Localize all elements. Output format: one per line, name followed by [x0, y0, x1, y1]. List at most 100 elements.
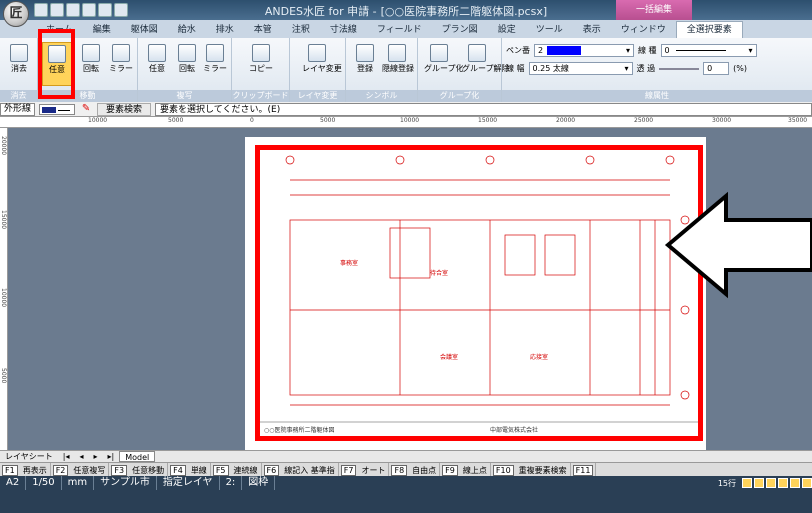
sheet-tab-bar: レイヤシート |◂ ◂ ▸ ▸| Model: [0, 450, 812, 462]
copy-button[interactable]: コピー: [246, 42, 276, 86]
ribbon-tab-bar: ホーム 編集 躯体図 給水 排水 本管 注釈 寸法線 フィールド プラン図 設定…: [0, 20, 812, 38]
copy-arbitrary-icon: [148, 44, 166, 62]
fkey-f11[interactable]: F11: [571, 463, 597, 477]
group-icon: [430, 44, 448, 62]
undo-icon[interactable]: [98, 3, 112, 17]
tab-field[interactable]: フィールド: [376, 25, 422, 35]
group-symbol: 登録 隠線登録 シンボル: [346, 38, 418, 102]
status-bar: A2 1/50 mm サンプル市 指定レイヤ 2: 図枠 15行: [0, 476, 812, 513]
tab-nav-prev-icon[interactable]: ◂: [79, 452, 84, 461]
transparency-input[interactable]: 0: [703, 62, 730, 75]
layer-change-button[interactable]: レイヤ変更: [302, 42, 342, 86]
status-layer-mode[interactable]: 指定レイヤ: [157, 476, 220, 490]
osnap-toggle-icon[interactable]: [778, 478, 788, 488]
window-title: ANDES水匠 for 申請 -[○○医院事務所二階躯体図.pcsx]: [0, 3, 812, 19]
line-style-select[interactable]: [39, 103, 76, 115]
grid-toggle-icon[interactable]: [754, 478, 764, 488]
contextual-tab-group: 一括編集: [616, 0, 692, 20]
open-folder-icon[interactable]: [50, 3, 64, 17]
ruler-tick: 10000: [400, 117, 420, 124]
current-layer-field[interactable]: 外形線: [0, 102, 36, 116]
status-paper-size[interactable]: A2: [0, 476, 27, 490]
print-icon[interactable]: [82, 3, 96, 17]
copy-arbitrary-button[interactable]: 任意: [142, 42, 172, 86]
save-icon[interactable]: [66, 3, 80, 17]
room-label: 応接室: [530, 354, 549, 361]
hidden-register-button[interactable]: 隠線登録: [382, 42, 414, 86]
tab-nav-first-icon[interactable]: |◂: [62, 452, 70, 461]
command-toolbar: 外形線 ✎ 要素検索 要素を選択してください。(E): [0, 102, 812, 117]
tab-plan[interactable]: プラン図: [441, 25, 478, 35]
layer-toggle-icon[interactable]: [790, 478, 800, 488]
linetype-select[interactable]: 0 ▾: [660, 44, 757, 57]
tab-water-supply[interactable]: 給水: [177, 25, 196, 35]
status-unit: mm: [62, 476, 95, 490]
tab-main-pipe[interactable]: 本管: [253, 25, 272, 35]
tab-nav-last-icon[interactable]: ▸|: [107, 452, 115, 461]
move-mirror-button[interactable]: ミラー: [106, 42, 136, 86]
sheet-tab-model[interactable]: Model: [119, 451, 156, 462]
width-row: 線 幅 0.25 太線 ▾ 透 過 0 (%): [506, 62, 747, 75]
element-search-button[interactable]: 要素検索: [97, 102, 152, 116]
register-symbol-button[interactable]: 登録: [350, 42, 380, 86]
new-file-icon[interactable]: [34, 3, 48, 17]
status-city[interactable]: サンプル市: [94, 476, 157, 490]
ruler-tick: 20000: [0, 136, 7, 156]
line-width-select[interactable]: 0.25 太線 ▾: [528, 62, 633, 75]
room-label: 待合室: [430, 270, 449, 277]
pen-icon[interactable]: ✎: [81, 103, 91, 114]
tab-dimension[interactable]: 寸法線: [329, 25, 357, 35]
erase-button[interactable]: 消去: [4, 42, 34, 86]
copy-mirror-button[interactable]: ミラー: [200, 42, 230, 86]
tab-window[interactable]: ウィンドウ: [620, 25, 666, 35]
tab-nav-next-icon[interactable]: ▸: [93, 452, 98, 461]
pen-color-swatch: [547, 46, 582, 55]
status-layer-name[interactable]: 図枠: [242, 476, 276, 490]
tab-tools[interactable]: ツール: [535, 25, 563, 35]
title-block-company: 中部電気株式会社: [490, 427, 539, 434]
ungroup-button[interactable]: グループ解除: [462, 42, 510, 86]
group-clipboard: コピー クリップボード: [232, 38, 290, 102]
transparency-slider[interactable]: [659, 67, 700, 70]
ruler-tick: 35000: [788, 117, 808, 124]
ungroup-icon: [468, 44, 486, 62]
mirror-icon: [112, 44, 130, 62]
ortho-toggle-icon[interactable]: [766, 478, 776, 488]
redo-icon[interactable]: [114, 3, 128, 17]
drawing-frame[interactable]: 事務室 待合室 会議室 応接室 ○○医院事務所二階躯体図 中部電気株式会社: [255, 145, 703, 441]
move-arbitrary-button[interactable]: 任意: [42, 42, 72, 86]
group-erase: 消去 消去: [0, 38, 38, 102]
tab-edit[interactable]: 編集: [92, 25, 111, 35]
copy-rotate-button[interactable]: 回転: [172, 42, 202, 86]
layer-icon: [308, 44, 326, 62]
app-logo[interactable]: 匠: [3, 1, 29, 27]
pen-select[interactable]: 2 ▾: [534, 44, 634, 57]
chevron-down-icon: ▾: [748, 46, 753, 55]
room-label: 会議室: [440, 354, 459, 361]
move-rotate-button[interactable]: 回転: [76, 42, 106, 86]
group-button[interactable]: グループ化: [424, 42, 464, 86]
tab-selected-elements[interactable]: 全選択要素: [675, 21, 743, 38]
status-fields: A2 1/50 mm サンプル市 指定レイヤ 2: 図枠: [0, 476, 276, 490]
status-scale[interactable]: 1/50: [26, 476, 62, 490]
display-toggle-icon[interactable]: [802, 478, 812, 488]
sheet-tab-layer[interactable]: レイヤシート: [5, 452, 53, 461]
tab-view[interactable]: 表示: [582, 25, 601, 35]
snap-toggle-icon[interactable]: [742, 478, 752, 488]
tab-drainage[interactable]: 排水: [215, 25, 234, 35]
tab-structure[interactable]: 躯体図: [130, 25, 158, 35]
tab-annotation[interactable]: 注釈: [291, 25, 310, 35]
tab-settings[interactable]: 設定: [497, 25, 516, 35]
